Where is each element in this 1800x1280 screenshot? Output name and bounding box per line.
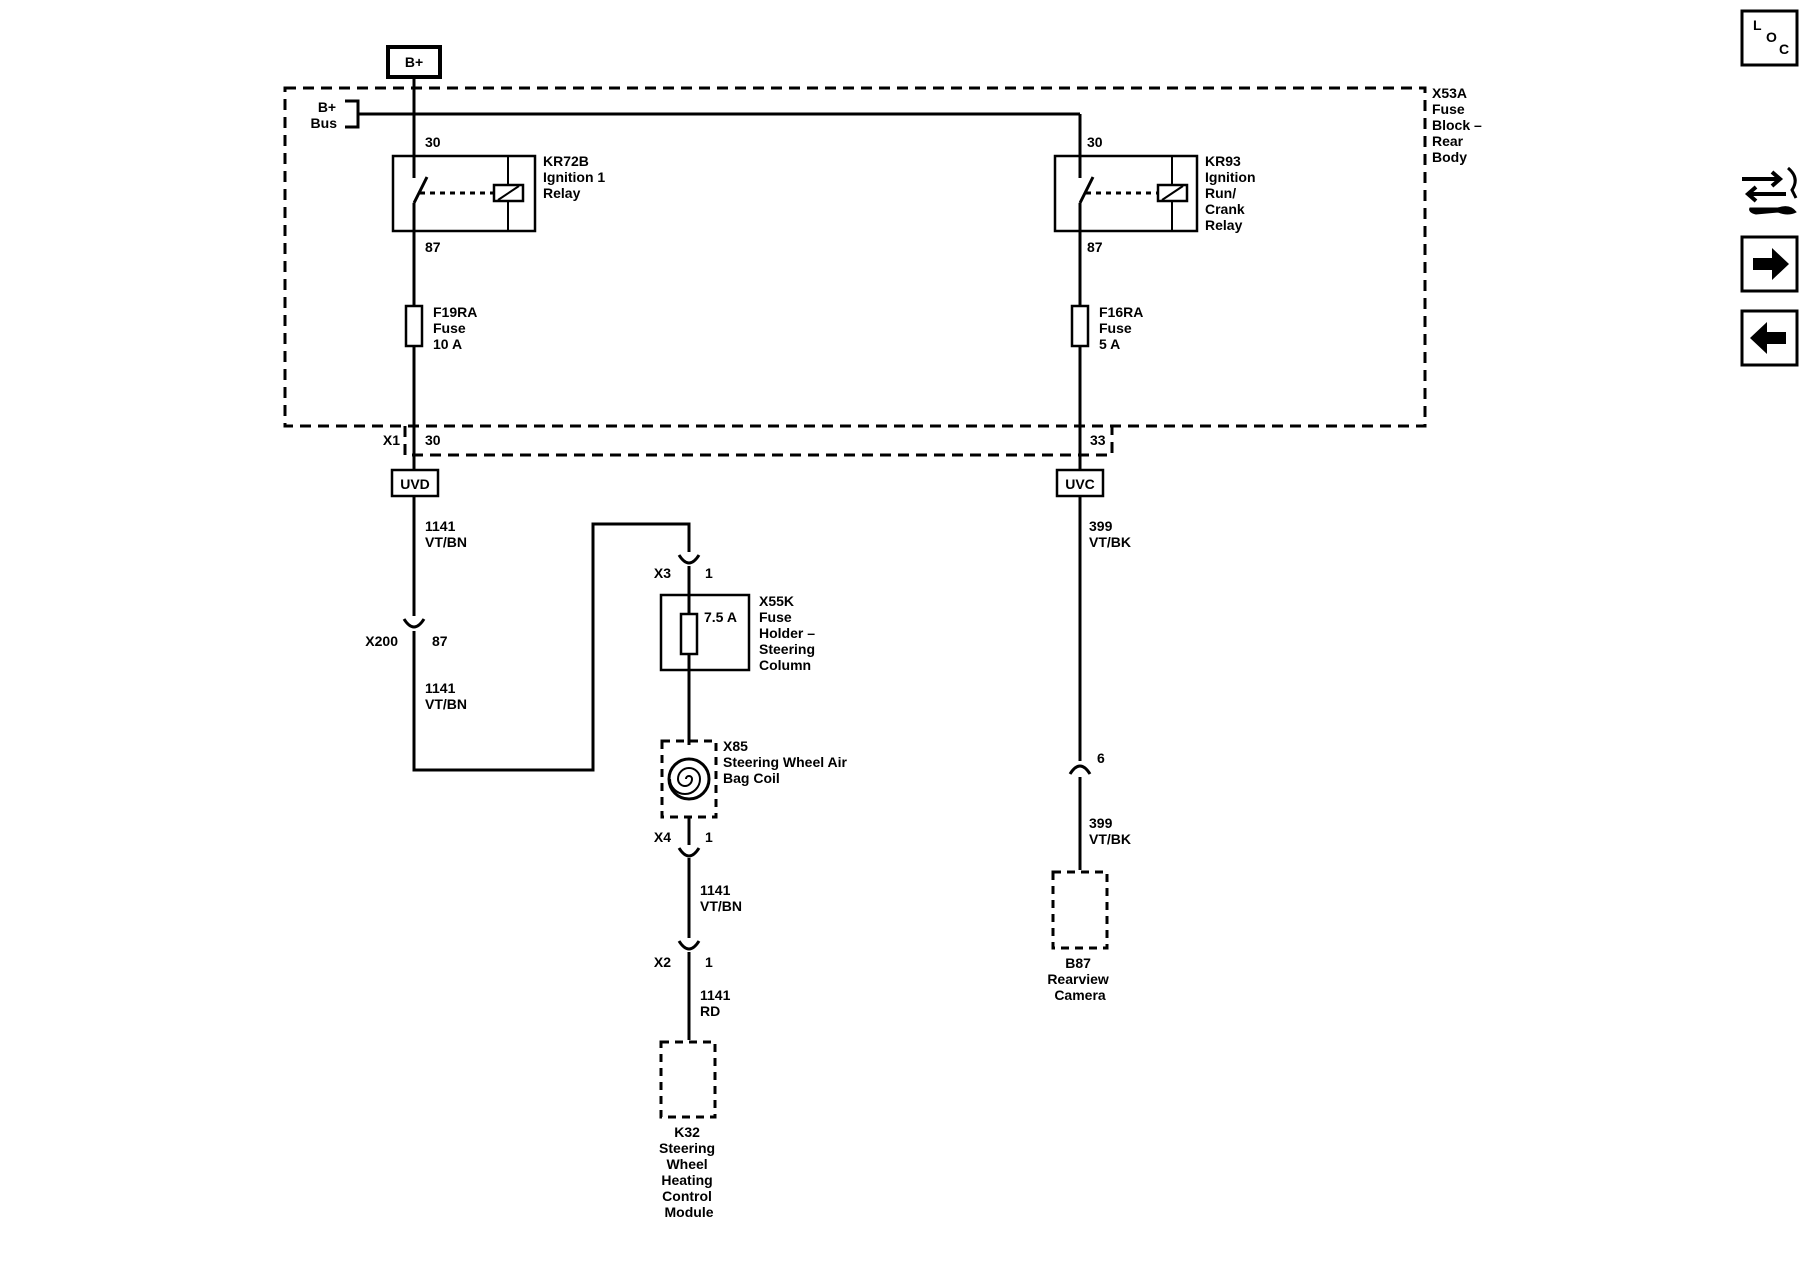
relay-right-coil-slash (1161, 185, 1184, 201)
fuse-left-label: F19RA Fuse 10 A (433, 304, 481, 352)
connector-x200-pin: 87 (432, 633, 448, 649)
connector-x3-symbol (677, 554, 701, 565)
connector-x4-pin: 1 (705, 829, 713, 845)
connector-x3-pin: 1 (705, 565, 713, 581)
relay-left-switch-arm (412, 176, 429, 204)
splice-uvd-box (390, 468, 440, 498)
center-wire-b-label: 1141 RD (700, 987, 734, 1019)
connector-x2-label: X2 (654, 954, 671, 970)
loc-icon (1740, 9, 1799, 67)
relay-right-label: KR93 Ignition Run/ Crank Relay (1205, 153, 1259, 233)
bus-label: B+ Bus (311, 99, 340, 131)
fuse-7-5a-rating: 7.5 A (704, 609, 737, 625)
relay-left-label: KR72B Ignition 1 Relay (543, 153, 609, 201)
arrow-right-icon (1753, 248, 1789, 280)
wire-1141-left-lower (412, 522, 691, 772)
arrow-left-icon (1750, 322, 1786, 354)
previous-page-button[interactable] (1740, 309, 1799, 367)
relay-left-pin-bottom: 87 (425, 239, 441, 255)
relay-right-pin-top: 30 (1087, 134, 1103, 150)
connector-x1-outline (403, 426, 1114, 457)
connector-x2-pin: 1 (705, 954, 713, 970)
connector-6-symbol (1068, 764, 1092, 775)
relay-left-pin-top: 30 (425, 134, 441, 150)
splice-uvc-label: UVC (1065, 476, 1095, 492)
loc-letter-l: L (1753, 17, 1762, 33)
splice-uvc-box (1055, 468, 1105, 498)
connector-x200-symbol (402, 618, 426, 629)
fuse-left-pin: 30 (425, 432, 441, 448)
fuse-block-outline (283, 86, 1427, 428)
connector-x1-label: X1 (383, 432, 400, 448)
center-wire-a-label: 1141 VT/BN (700, 882, 742, 914)
camera-b87-outline (1051, 870, 1109, 950)
fuse-holder-x55k-box (659, 593, 751, 672)
relay-right-pin-bottom: 87 (1087, 239, 1103, 255)
fuse-f16ra (1070, 304, 1090, 348)
fuse-holder-label: X55K Fuse Holder – Steering Column (759, 593, 819, 673)
connector-x3-label: X3 (654, 565, 671, 581)
location-view-button[interactable]: L O C (1740, 9, 1799, 67)
module-k32-outline (659, 1040, 717, 1119)
camera-b87-label: B87 Rearview Camera (1047, 955, 1112, 1003)
module-k32-label: K32 Steering Wheel Heating Control Modul… (659, 1124, 719, 1220)
loc-letter-o: O (1766, 29, 1777, 45)
bus-bracket (345, 99, 360, 129)
airbag-coil-spiral (669, 767, 702, 795)
fuse-7-5a (679, 612, 699, 656)
repair-info-button[interactable] (1742, 166, 1798, 215)
connector-x2-symbol (677, 940, 701, 951)
loc-letter-c: C (1779, 41, 1789, 57)
right-wire1-label: 399 VT/BK (1089, 518, 1131, 550)
left-wire2-label: 1141 VT/BN (425, 680, 467, 712)
bplus-label: B+ (405, 54, 423, 70)
left-wire1-label: 1141 VT/BN (425, 518, 467, 550)
connector-x4-label: X4 (654, 829, 671, 845)
next-page-button[interactable] (1740, 235, 1799, 293)
fuse-f19ra (404, 304, 424, 348)
relay-left-coil-slash (497, 185, 520, 201)
connector-x4-symbol (677, 847, 701, 858)
repair-wrench-icon (1742, 166, 1798, 215)
airbag-coil-label: X85 Steering Wheel Air Bag Coil (723, 738, 851, 786)
fuse-right-label: F16RA Fuse 5 A (1099, 304, 1147, 352)
fuse-right-pin: 33 (1090, 432, 1106, 448)
connector-6-pin: 6 (1097, 750, 1105, 766)
relay-right-switch-arm (1078, 176, 1095, 204)
right-wire2-label: 399 VT/BK (1089, 815, 1131, 847)
fuse-block-label: X53A Fuse Block – Rear Body (1432, 85, 1486, 165)
splice-uvd-label: UVD (400, 476, 430, 492)
connector-x200-label: X200 (365, 633, 398, 649)
